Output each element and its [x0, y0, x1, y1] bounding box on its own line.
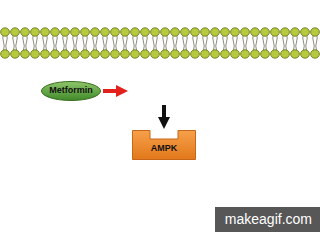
substance-ellipse: Metformin [41, 81, 101, 101]
node-label: Metformin [49, 86, 93, 96]
activation-arrow [103, 89, 122, 93]
binding-arrow [162, 105, 166, 123]
lipid-bilayer [0, 26, 320, 60]
enzyme-box: AMPK [132, 130, 196, 160]
notched-box-fill [133, 131, 196, 160]
node-label: AMPK [151, 144, 178, 154]
ellipse-fill [42, 82, 101, 101]
watermark: makeagif.com [215, 207, 320, 232]
